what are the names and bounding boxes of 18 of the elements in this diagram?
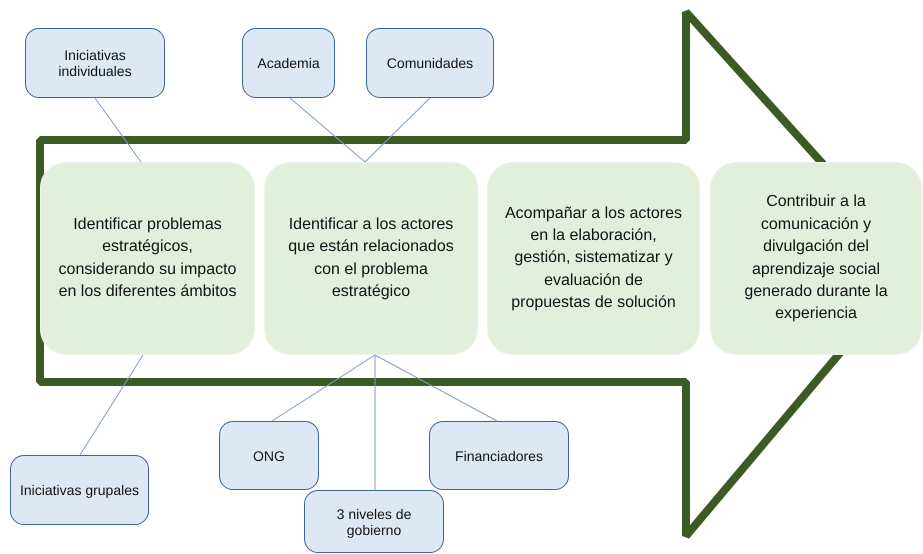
actor-box: Financiadores xyxy=(429,421,569,490)
actor-box: Iniciativas grupales xyxy=(10,455,149,525)
step-box: Contribuir a la comunicación y divulgación del aprendizaje social generado durante la experiencia xyxy=(710,162,922,355)
connector-line xyxy=(374,354,376,490)
connector-line xyxy=(94,98,142,162)
connector-line xyxy=(272,354,376,422)
connector-line xyxy=(364,98,430,162)
actor-box: Iniciativas individuales xyxy=(25,28,165,98)
actor-box: ONG xyxy=(219,421,319,490)
connector-line xyxy=(80,354,144,456)
actor-box: 3 niveles de gobierno xyxy=(304,490,444,553)
step-box: Identificar a los actores que están relacionados con el problema estratégico xyxy=(264,162,478,355)
step-box: Identificar problemas estratégicos, considerando su impacto en los diferentes ámbitos xyxy=(40,162,255,355)
actor-box: Comunidades xyxy=(366,28,494,98)
connector-line xyxy=(290,98,366,162)
actor-box: Academia xyxy=(242,28,335,98)
step-box: Acompañar a los actores en la elaboración, gestión, sistematizar y evaluación de propuestas de solución xyxy=(487,162,700,355)
connector-line xyxy=(374,354,498,422)
